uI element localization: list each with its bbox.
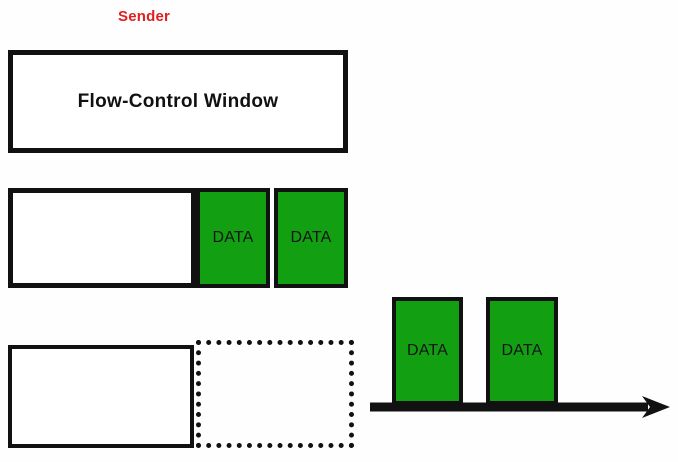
flow-control-window-label: Flow-Control Window <box>77 90 279 112</box>
data-segment-label: DATA <box>212 229 254 246</box>
flow-control-window-row-2 <box>8 188 196 288</box>
data-segment-in-flight-1: DATA <box>392 297 463 405</box>
data-segment-label: DATA <box>290 229 332 246</box>
data-segment-queued-1: DATA <box>196 188 270 288</box>
data-segment-in-flight-2: DATA <box>486 297 558 405</box>
vacated-window-region-dotted <box>196 340 354 448</box>
sender-label: Sender <box>118 8 171 25</box>
data-segment-label: DATA <box>501 342 543 359</box>
transmission-link-arrow-icon <box>370 396 670 418</box>
data-segment-label: DATA <box>406 342 449 359</box>
flow-control-window-row-3 <box>8 345 194 448</box>
flow-control-window-row-1: Flow-Control Window <box>8 50 348 153</box>
arrowhead <box>642 396 670 418</box>
data-segment-queued-2: DATA <box>274 188 348 288</box>
